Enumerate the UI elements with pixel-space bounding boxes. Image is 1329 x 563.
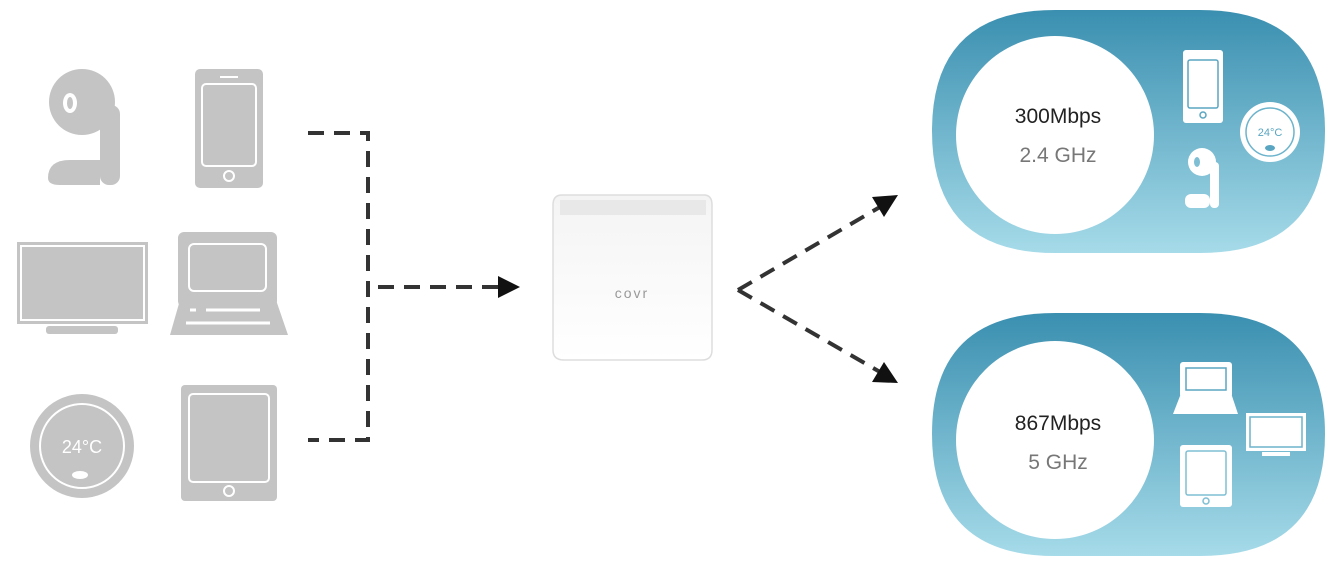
camera-icon (48, 69, 120, 185)
tv-icon (17, 242, 148, 334)
band-speed: 300Mbps (1015, 105, 1101, 128)
thermostat-icon: 24°C (30, 394, 134, 498)
dashed-connectors (308, 131, 882, 442)
tv-icon (1246, 413, 1306, 456)
band-5ghz: 867Mbps 5 GHz (932, 313, 1325, 556)
phone-icon (1183, 50, 1223, 123)
laptop-icon (170, 232, 288, 335)
covr-router: covr (552, 194, 713, 361)
tablet-icon (1180, 445, 1232, 507)
camera-icon (1185, 148, 1219, 208)
laptop-icon (1173, 362, 1238, 414)
phone-icon (195, 69, 263, 188)
thermostat-icon: 24°C (1240, 102, 1300, 162)
router-brand-label: covr (615, 285, 649, 301)
tablet-icon (181, 385, 277, 501)
thermostat-temp: 24°C (62, 437, 102, 457)
band-2-4ghz: 300Mbps 2.4 GHz 24°C (932, 10, 1325, 253)
band-frequency: 5 GHz (1028, 451, 1088, 474)
arrow-head-icon (872, 195, 898, 217)
band-speed: 867Mbps (1015, 412, 1101, 435)
arrow-head-icon (872, 362, 898, 383)
arrow-head-icon (498, 276, 520, 298)
thermostat-temp: 24°C (1258, 127, 1283, 139)
band-frequency: 2.4 GHz (1019, 144, 1096, 167)
